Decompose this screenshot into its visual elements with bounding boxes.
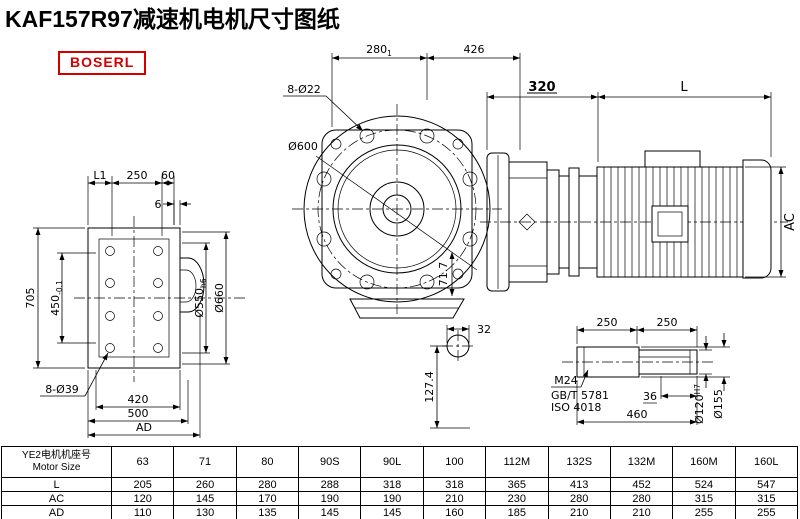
dim-420-label: 420 xyxy=(128,393,149,406)
boserl-logo: BOSERL xyxy=(58,51,147,75)
motor-size-table: YE2电机机座号 Motor Size 63 71 80 90S 90L 100… xyxy=(1,446,799,519)
dim-8xd22-label: 8-Ø22 xyxy=(287,83,321,96)
table-cell: 185 xyxy=(485,505,549,519)
table-cell: 110 xyxy=(110,505,175,519)
dim-36-label: 36 xyxy=(643,390,657,403)
table-row-AC: AC 120 145 170 190 190 210 230 280 280 3… xyxy=(1,491,799,506)
row-label: AD xyxy=(1,505,112,519)
table-cell: 260 xyxy=(173,477,237,492)
table-cell: 145 xyxy=(360,505,424,519)
table-row-AD: AD 110 130 135 145 145 160 185 210 210 2… xyxy=(1,505,799,519)
dim-426-label: 426 xyxy=(464,43,485,56)
table-cell: 135 xyxy=(235,505,300,519)
table-cell: 210 xyxy=(422,491,487,506)
dim-320-label: 320 xyxy=(528,80,555,95)
front-view: L1 250 60 6 705 450-0.1 8-Ø39 xyxy=(24,169,246,438)
dim-d550h6-label: Ø550h6 xyxy=(193,278,208,317)
dim-d660-label: Ø660 xyxy=(213,283,226,313)
table-cell: 315 xyxy=(734,491,799,506)
col-header: 132S xyxy=(547,446,611,478)
col-header: 100 xyxy=(422,446,487,478)
col-header: 90S xyxy=(298,446,362,478)
dim-127-4-label: 127.4 xyxy=(423,371,436,403)
row-label: AC xyxy=(1,491,112,506)
table-cell: 318 xyxy=(422,477,487,492)
boserl-logo-text: BOSERL xyxy=(70,54,135,70)
table-cell: 318 xyxy=(360,477,424,492)
table-row-L: L 205 260 280 288 318 318 365 413 452 52… xyxy=(1,477,799,492)
dim-450-label: 450-0.1 xyxy=(49,280,64,316)
std-iso-label: ISO 4018 xyxy=(551,401,601,414)
std-gb-label: GB/T 5781 xyxy=(551,389,609,402)
table-header-row: YE2电机机座号 Motor Size 63 71 80 90S 90L 100… xyxy=(1,446,799,478)
shaft-detail-view: M24 GB/T 5781 ISO 4018 250 250 36 460 xyxy=(551,316,730,425)
dim-6-label: 6 xyxy=(155,198,162,211)
dim-AC-label: AC xyxy=(783,213,798,231)
table-cell: 524 xyxy=(672,477,736,492)
table-cell: 255 xyxy=(672,505,736,519)
dim-32-label: 32 xyxy=(477,323,491,336)
motor-size-header-cn: YE2电机机座号 xyxy=(22,449,91,461)
table-cell: 280 xyxy=(609,491,674,506)
dim-d155-label: Ø155 xyxy=(712,389,725,419)
table-cell: 230 xyxy=(485,491,549,506)
thread-M24-label: M24 xyxy=(554,374,578,387)
table-cell: 190 xyxy=(298,491,362,506)
table-cell: 288 xyxy=(298,477,362,492)
table-cell: 190 xyxy=(360,491,424,506)
dim-250a-label: 250 xyxy=(597,316,618,329)
dim-250b-label: 250 xyxy=(657,316,678,329)
dim-L-label: L xyxy=(680,80,688,95)
col-header: 63 xyxy=(110,446,175,478)
dim-d600-label: Ø600 xyxy=(288,140,318,153)
col-header: 160L xyxy=(734,446,799,478)
page-title: KAF157R97减速机电机尺寸图纸 xyxy=(5,6,340,32)
dim-500-label: 500 xyxy=(128,407,149,420)
table-cell: 210 xyxy=(609,505,674,519)
row-label: L xyxy=(1,477,112,492)
table-cell: 205 xyxy=(110,477,175,492)
table-cell: 145 xyxy=(298,505,362,519)
table-cell: 413 xyxy=(547,477,611,492)
table-cell: 365 xyxy=(485,477,549,492)
motor-size-header: YE2电机机座号 Motor Size xyxy=(1,446,112,478)
dim-8xd39-label: 8-Ø39 xyxy=(45,383,79,396)
technical-drawing: L1 250 60 6 705 450-0.1 8-Ø39 xyxy=(24,43,798,438)
dim-71-7-label: 71.7 xyxy=(437,262,450,287)
dim-460-label: 460 xyxy=(627,408,648,421)
col-header: 160M xyxy=(672,446,736,478)
side-view: 320 L AC xyxy=(480,80,798,292)
flange-view: Ø600 8-Ø22 2801 426 71.7 3 xyxy=(283,43,521,429)
col-header: 112M xyxy=(485,446,549,478)
col-header: 80 xyxy=(235,446,300,478)
table-cell: 255 xyxy=(734,505,799,519)
dim-L1-label: L1 xyxy=(93,169,106,182)
table-cell: 547 xyxy=(734,477,799,492)
col-header: 90L xyxy=(360,446,424,478)
dim-705-label: 705 xyxy=(24,288,37,309)
table-cell: 145 xyxy=(173,491,237,506)
table-cell: 315 xyxy=(672,491,736,506)
dim-280-label: 2801 xyxy=(366,43,392,58)
table-cell: 130 xyxy=(173,505,237,519)
table-cell: 160 xyxy=(422,505,487,519)
table-cell: 280 xyxy=(547,491,611,506)
dim-AD-label: AD xyxy=(136,421,152,434)
dim-d120H7-label: Ø120H7 xyxy=(693,384,706,424)
dim-60-label: 60 xyxy=(161,169,175,182)
table-cell: 170 xyxy=(235,491,300,506)
table-cell: 452 xyxy=(609,477,674,492)
table-cell: 120 xyxy=(110,491,175,506)
table-cell: 280 xyxy=(235,477,300,492)
col-header: 132M xyxy=(609,446,674,478)
dim-250-label: 250 xyxy=(127,169,148,182)
table-cell: 210 xyxy=(547,505,611,519)
col-header: 71 xyxy=(173,446,237,478)
motor-size-header-en: Motor Size xyxy=(32,462,81,473)
